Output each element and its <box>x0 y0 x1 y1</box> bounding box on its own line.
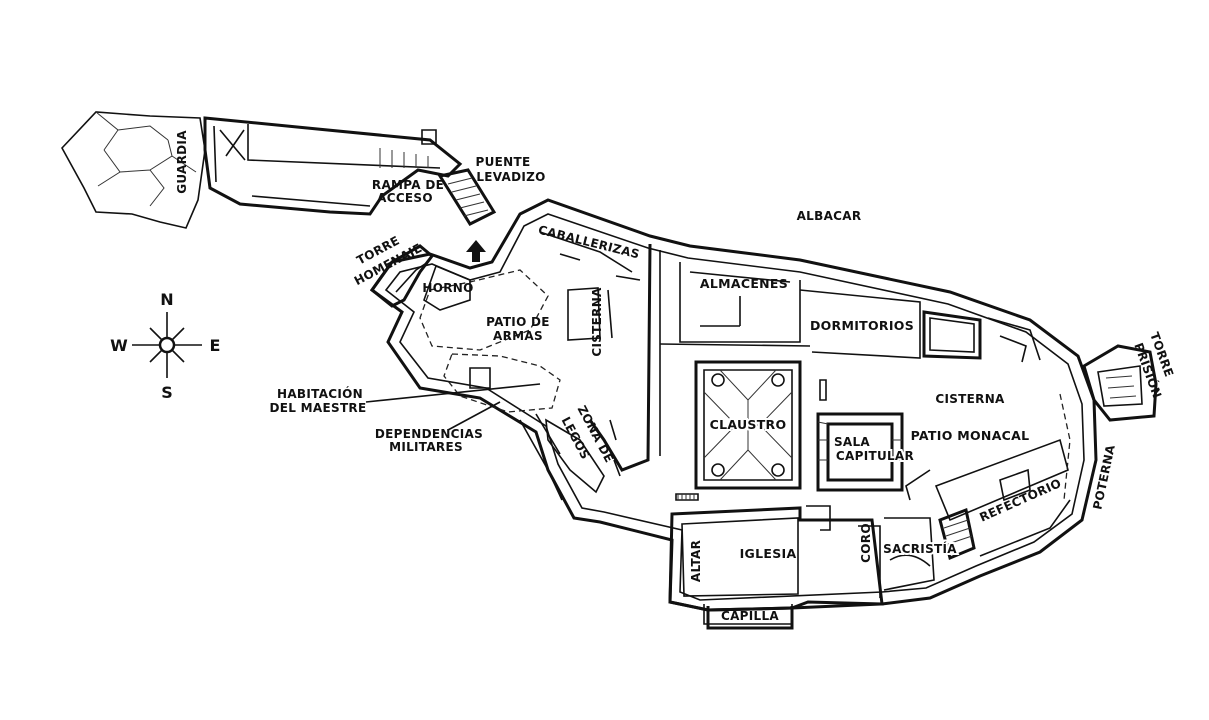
label-patio-armas-1: PATIO DE <box>486 315 550 329</box>
east-interior-walls <box>806 393 1071 561</box>
compass-west: W <box>110 336 128 355</box>
dependencias-leader <box>447 401 501 431</box>
guardia-outcrop <box>61 111 206 229</box>
label-dormitorios: DORMITORIOS <box>810 318 914 333</box>
outer-wall <box>369 198 1098 612</box>
label-dependencias-1: DEPENDENCIAS <box>375 427 483 441</box>
label-guardia: GUARDIA <box>175 130 189 194</box>
west-interior-walls <box>419 231 661 501</box>
label-altar: ALTAR <box>689 540 703 582</box>
torre-homenaje <box>369 244 435 308</box>
compass-east: E <box>210 336 221 355</box>
label-claustro: CLAUSTRO <box>710 417 787 432</box>
label-cisterna-vertical: CISTERNA <box>590 287 604 357</box>
label-refectorio: REFECTORIO <box>977 476 1063 525</box>
drawbridge <box>437 168 497 262</box>
label-horno: HORNO <box>422 281 473 295</box>
misc-features <box>609 379 827 501</box>
north-range-walls <box>659 262 1041 363</box>
label-rampa-1: RAMPA DE <box>372 178 444 192</box>
label-sala-capitular-2: CAPITULAR <box>836 449 914 463</box>
label-cisterna: CISTERNA <box>935 392 1005 406</box>
label-sala-capitular-1: SALA <box>834 435 870 449</box>
compass-south: S <box>161 383 173 402</box>
label-habitacion-2: DEL MAESTRE <box>270 401 367 415</box>
label-rampa-2: ACCESO <box>377 191 433 205</box>
label-habitacion-1: HABITACIÓN <box>277 386 363 401</box>
access-ramp <box>203 116 463 216</box>
torre-prision <box>1082 344 1158 422</box>
church <box>668 506 935 630</box>
compass-rose-icon: N S E W <box>110 290 220 402</box>
label-capilla: CAPILLA <box>721 609 779 623</box>
label-puente-2: LEVADIZO <box>476 170 545 184</box>
label-iglesia: IGLESIA <box>740 546 797 561</box>
label-sacristia: SACRISTÍA <box>883 541 957 556</box>
label-albacar: ALBACAR <box>797 209 862 223</box>
label-almacenes: ALMACENES <box>700 276 788 291</box>
label-coro: CORO <box>859 523 873 563</box>
chapter-house <box>816 412 904 492</box>
label-dependencias-2: MILITARES <box>389 440 463 454</box>
label-puente-1: PUENTE <box>476 155 531 169</box>
habitacion-leader <box>365 383 541 403</box>
cloister <box>694 360 802 490</box>
label-patio-armas-2: ARMAS <box>493 329 543 343</box>
label-patio-monacal: PATIO MONACAL <box>911 428 1030 443</box>
compass-north: N <box>160 290 173 309</box>
